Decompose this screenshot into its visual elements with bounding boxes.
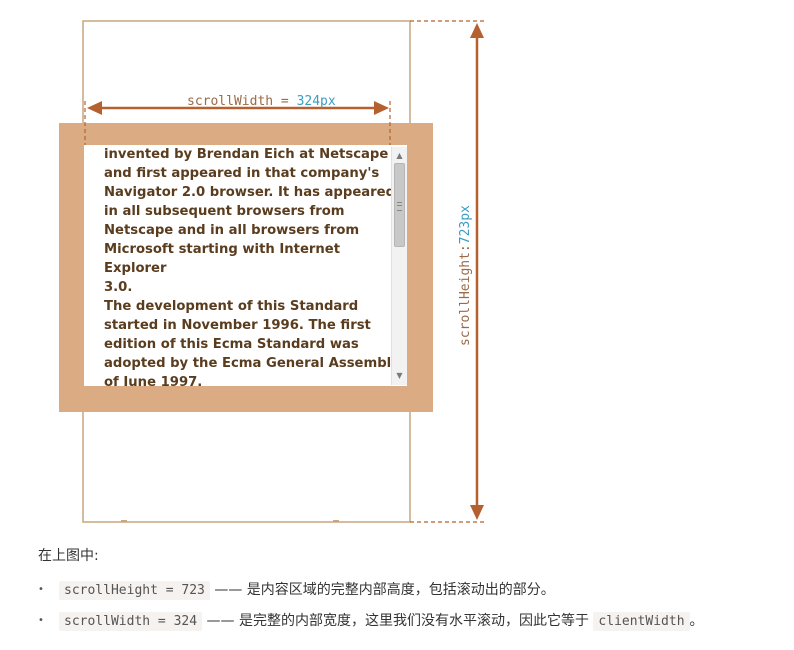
- scroll-width-arrow-head-left: [87, 101, 102, 115]
- scroll-height-label-text: scrollHeight:: [458, 244, 473, 346]
- scroll-height-arrow-head-bottom: [470, 505, 484, 520]
- scroll-down-arrow-icon[interactable]: ▼: [396, 371, 403, 380]
- diagram-caption: 在上图中:: [38, 548, 99, 564]
- scrollbar-grip-icon: [397, 202, 402, 211]
- list-item: • scrollWidth = 324 —— 是完整的内部宽度，这里我们没有水平…: [38, 609, 704, 633]
- list-item: • scrollHeight = 723 —— 是内容区域的完整内部高度，包括滚…: [38, 578, 704, 602]
- scroll-width-value: 324px: [297, 94, 336, 109]
- scroll-width-label-text: scrollWidth =: [187, 94, 297, 109]
- scroll-width-arrow-head-right: [374, 101, 389, 115]
- element-content-text: invented by Brendan Eich at Netscape and…: [104, 147, 400, 386]
- scroll-width-code: scrollWidth = 324: [59, 612, 203, 631]
- vertical-scrollbar[interactable]: ▲ ▼: [391, 147, 407, 385]
- scroll-height-arrow-head-top: [470, 23, 484, 38]
- scrollbar-thumb[interactable]: [394, 163, 405, 247]
- element-content-box[interactable]: invented by Brendan Eich at Netscape and…: [84, 145, 407, 386]
- scroll-up-arrow-icon[interactable]: ▲: [396, 151, 403, 160]
- bullet-icon: •: [38, 584, 44, 595]
- client-width-code: clientWidth: [593, 612, 690, 631]
- scroll-height-description: —— 是内容区域的完整内部高度，包括滚动出的部分。: [209, 582, 555, 598]
- bullet-icon: •: [38, 615, 44, 626]
- scroll-height-value: 723px: [458, 205, 473, 244]
- scroll-height-code: scrollHeight = 723: [59, 581, 210, 600]
- scroll-width-description-tail: 。: [689, 613, 704, 629]
- explanation-list: • scrollHeight = 723 —— 是内容区域的完整内部高度，包括滚…: [38, 578, 704, 640]
- scroll-width-label: scrollWidth = 324px: [187, 94, 336, 109]
- scroll-width-description: —— 是完整的内部宽度，这里我们没有水平滚动，因此它等于: [202, 613, 594, 629]
- scroll-height-label: scrollHeight:723px: [458, 205, 473, 346]
